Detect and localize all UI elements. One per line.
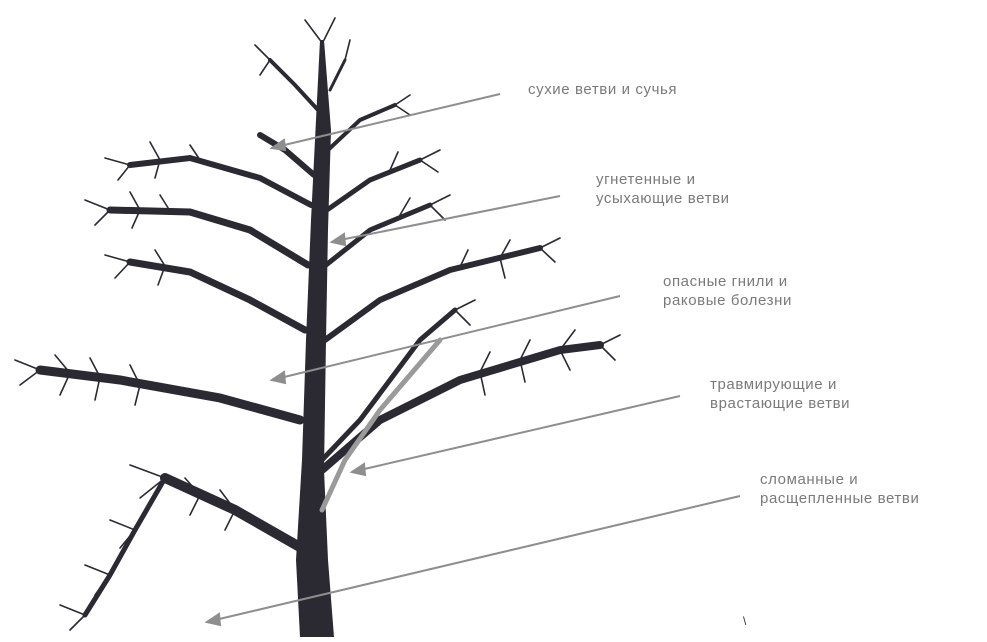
label-broken-branches: сломанные и расщепленные ветви — [760, 470, 919, 508]
arrowhead-3 — [272, 372, 285, 383]
label-line: раковые болезни — [663, 291, 792, 310]
left-limbs — [40, 60, 318, 615]
arrow-line-5 — [215, 496, 740, 620]
label-line: сухие ветви и сучья — [528, 80, 677, 99]
arrow-line-2 — [340, 196, 560, 240]
label-suppressed-branches: угнетенные и усыхающие ветви — [596, 170, 730, 208]
label-rot-and-disease: опасные гнили и раковые болезни — [663, 272, 792, 310]
label-injuring-branches: травмирующие и врастающие ветви — [710, 375, 850, 413]
label-line: опасные гнили и — [663, 272, 792, 291]
arrowhead-5 — [207, 614, 220, 625]
label-line: расщепленные ветви — [760, 489, 919, 508]
label-line: врастающие ветви — [710, 394, 850, 413]
label-line: сломанные и — [760, 470, 919, 489]
arrowhead-4 — [352, 464, 365, 475]
damaged-branch — [322, 340, 440, 510]
label-line: травмирующие и — [710, 375, 850, 394]
arrowhead-2 — [332, 234, 345, 245]
label-line: усыхающие ветви — [596, 189, 730, 208]
label-line: угнетенные и — [596, 170, 730, 189]
label-dry-branches: сухие ветви и сучья — [528, 80, 677, 99]
tree-drawing — [15, 18, 620, 637]
stray-mark: \ — [743, 614, 746, 628]
